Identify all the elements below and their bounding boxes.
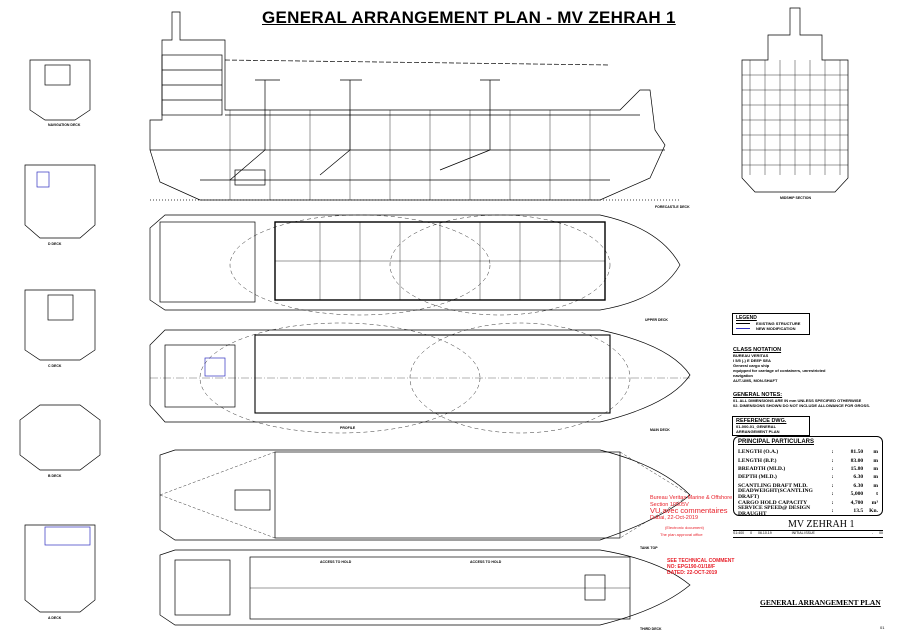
note-line: 02. DIMENSIONS SHOWN DO NOT INCLUDE ALLO… (733, 403, 870, 408)
technical-comment-line: SEE TECHNICAL COMMENT (667, 558, 735, 564)
label-a-deck: A DECK (48, 616, 62, 620)
label-tank-top: TANK TOP (640, 546, 658, 550)
ship-name: MV ZEHRAH 1 (788, 519, 855, 530)
note-line: 01. ALL DIMENSIONS ARE IN mm UNLESS SPEC… (733, 398, 862, 403)
label-midship-section: MIDSHIP SECTION (780, 196, 812, 200)
drawing-title-block: GENERAL ARRANGEMENT PLAN (760, 598, 881, 607)
profile-view (149, 11, 680, 201)
page-number: 01 (880, 625, 885, 630)
class-line: AUT-UMS, MON-SHAFT (733, 378, 778, 383)
particulars-heading: PRINCIPAL PARTICULARS (738, 439, 815, 445)
sheet: - (871, 531, 874, 535)
legend-item-new: NEW MODIFICATION (736, 326, 806, 331)
label-upper-deck: UPPER DECK (645, 318, 668, 322)
label-navigation-deck: NAVIGATION DECK (48, 123, 81, 127)
label-forecastle-deck: FORECASTLE DECK (655, 205, 690, 209)
class-line: equipped for carriage of containers, unr… (733, 368, 826, 378)
label-profile: PROFILE (340, 426, 356, 430)
issue-description: INITIAL ISSUE (791, 531, 815, 535)
drawing-number: 00 (879, 531, 883, 535)
stamp-date: Dubai, 22-Oct-2019 (650, 514, 698, 521)
label-d-deck: D DECK (48, 242, 62, 246)
label-main-deck: MAIN DECK (650, 428, 670, 432)
label-c-deck: C DECK (48, 364, 62, 368)
class-notation: CLASS NOTATION BUREAU VERITAS I 5/5 (-) … (733, 347, 843, 383)
technical-comment-line: NO: EPG190-01/18/F (667, 564, 716, 570)
stamp-note: (Electronic document) (665, 525, 704, 530)
principal-particulars: PRINCIPAL PARTICULARS LENGTH (O.A.):81.5… (733, 436, 883, 517)
issue-date: 06.10.19 (758, 531, 772, 535)
class-line: General cargo ship (733, 363, 770, 368)
revision: 0 (750, 531, 753, 535)
label-access-hold-2: ACCESS TO HOLD (470, 560, 502, 564)
technical-comment: SEE TECHNICAL COMMENT NO: EPG190-01/18/F… (667, 558, 734, 576)
accommodation-deck-plans (19, 59, 101, 613)
general-notes-heading: GENERAL NOTES: (733, 392, 783, 398)
legend-heading: LEGEND (736, 315, 757, 321)
legend-box: LEGEND EXISTING STRUCTURE NEW MODIFICATI… (732, 313, 810, 335)
third-deck-plan (159, 549, 691, 626)
scale: S1:400 (733, 531, 745, 535)
reference-drawing: REFERENCE DWG. 01-000-01_GENERAL ARRANGE… (732, 416, 810, 436)
title-block-row: S1:400 0 06.10.19 INITIAL ISSUE - 00 (733, 530, 883, 538)
drawing-title: GENERAL ARRANGEMENT PLAN - MV ZEHRAH 1 (262, 8, 676, 27)
general-notes: GENERAL NOTES: 01. ALL DIMENSIONS ARE IN… (733, 392, 873, 408)
class-line: I 5/5 (-) E DEEP SEA (733, 358, 771, 363)
upper-deck-plan (149, 214, 681, 316)
midship-section (741, 7, 849, 193)
label-b-deck: B DECK (48, 474, 62, 478)
tank-top-plan (159, 449, 691, 541)
legend-item-existing: EXISTING STRUCTURE (736, 321, 806, 326)
label-access-hold-1: ACCESS TO HOLD (320, 560, 352, 564)
technical-comment-line: DATED: 22-OCT-2019 (667, 570, 718, 576)
main-deck-plan (149, 322, 691, 434)
stamp-org: Bureau Veritas Marine & Offshore (650, 495, 733, 501)
reference-heading: REFERENCE DWG. (736, 418, 787, 424)
stamp-status: VU avec commentaires (650, 506, 728, 515)
stamp-section: Section 10505V (650, 501, 689, 508)
approval-stamp: Bureau Veritas Marine & Offshore Section… (650, 495, 732, 538)
stamp-note: The plan approval office (660, 531, 703, 537)
class-line: BUREAU VERITAS (733, 353, 769, 358)
label-third-deck: THIRD DECK (640, 627, 662, 631)
reference-line: 01-000-01_GENERAL ARRANGEMENT PLAN (736, 424, 780, 434)
class-notation-heading: CLASS NOTATION (733, 347, 782, 353)
